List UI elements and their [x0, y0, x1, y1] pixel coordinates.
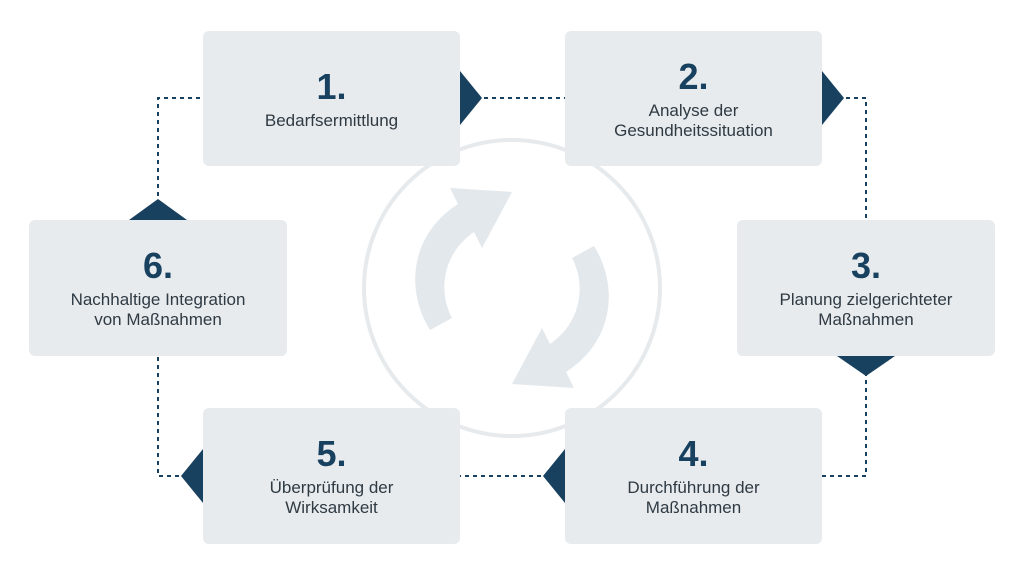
- step-5-label-line-2: Wirksamkeit: [285, 498, 378, 517]
- step-5-number: 5.: [316, 433, 347, 474]
- step-2-label-line-1: Analyse der: [648, 100, 739, 120]
- arrowhead-4-left: [543, 449, 565, 503]
- step-6-label-line-2: von Maßnahmen: [94, 310, 222, 329]
- step-3-number: 3.: [850, 245, 882, 286]
- arrowhead-6-up: [129, 199, 187, 220]
- step-6-box: 6. Nachhaltige Integration von Maßnahmen: [29, 220, 287, 356]
- step-1-number: 1.: [316, 65, 347, 107]
- connector-6-1: [157, 97, 203, 220]
- step-2-box: 2. Analyse der Gesundheitssituation: [565, 31, 822, 166]
- step-3-box: 3. Planung zielgerichteter Maßnahmen: [737, 220, 995, 356]
- step-3-label-line-2: Maßnahmen: [818, 310, 914, 329]
- step-1-label-line-1: Bedarfsermittlung: [264, 110, 399, 130]
- arrowhead-2-right: [822, 71, 844, 125]
- step-6-label-line-1: Nachhaltige Integration: [70, 290, 246, 309]
- step-1-box: 1. Bedarfsermittlung: [203, 31, 460, 166]
- center-ring: [362, 138, 662, 438]
- connector-2-3: [822, 97, 867, 220]
- arrowhead-1-right: [460, 71, 482, 125]
- arrowhead-3-down: [837, 356, 895, 376]
- cycle-arrows-icon: [415, 188, 609, 388]
- step-4-label-line-2: Maßnahmen: [645, 498, 742, 517]
- step-5-label-line-1: Überprüfung der: [269, 478, 394, 497]
- arrowheads: [129, 71, 895, 503]
- connector-3-4: [822, 356, 867, 477]
- step-4-box: 4. Durchführung der Maßnahmen: [565, 408, 822, 544]
- step-2-label-line-2: Gesundheitssituation: [614, 120, 773, 140]
- step-3-label-line-1: Planung zielgerichteter: [779, 290, 953, 309]
- step-6-number: 6.: [142, 245, 174, 286]
- step-2-number: 2.: [678, 55, 709, 97]
- arrowhead-5-left: [181, 449, 203, 503]
- step-5-box: 5. Überprüfung der Wirksamkeit: [203, 408, 460, 544]
- step-4-label-line-1: Durchführung der: [627, 478, 760, 497]
- step-4-number: 4.: [678, 433, 709, 474]
